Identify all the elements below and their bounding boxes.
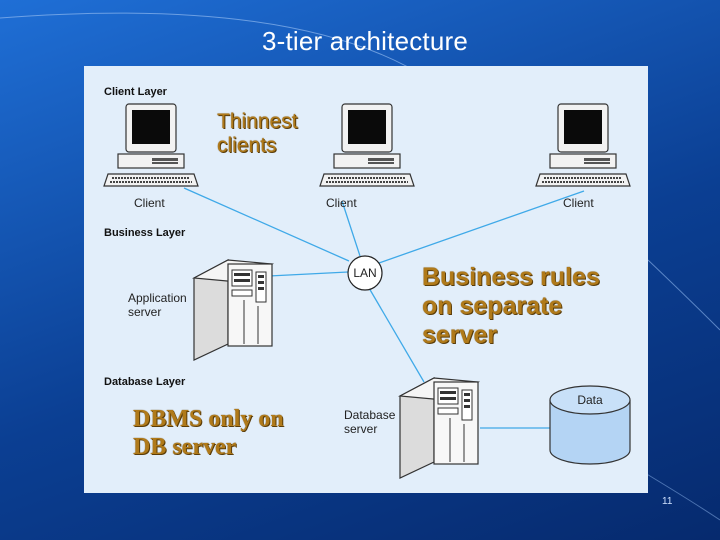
client-computer-3 <box>535 103 631 187</box>
client-label-2: Client <box>326 196 357 210</box>
connector-lines <box>183 187 585 429</box>
client-computer-2 <box>319 103 415 187</box>
business-layer-label: Business Layer <box>104 227 186 239</box>
thinnest-callout-line2: clients <box>217 134 277 158</box>
dbms-callout-line2: DB server <box>133 433 237 460</box>
business-callout-line2: on separate <box>422 291 563 320</box>
client-computer-1 <box>103 103 199 187</box>
data-label: Data <box>577 393 603 407</box>
database-server-icon <box>399 377 479 479</box>
db-server-label-line2: server <box>344 422 377 436</box>
application-server-icon <box>193 259 273 361</box>
architecture-diagram-panel: Client Layer Business Layer Database Lay… <box>84 66 648 493</box>
database-layer-label: Database Layer <box>104 376 186 388</box>
app-server-label-line1: Application <box>128 291 187 305</box>
architecture-diagram: Client Layer Business Layer Database Lay… <box>103 86 631 479</box>
business-rules-callout: Business rules on separate server <box>422 263 642 349</box>
db-server-label-line1: Database <box>344 408 396 422</box>
page-number: 11 <box>662 496 673 507</box>
thinnest-clients-callout: Thinnest clients <box>217 110 298 158</box>
thinnest-callout-line1: Thinnest <box>217 110 298 133</box>
client-label-1: Client <box>134 196 165 210</box>
client-label-3: Client <box>563 196 594 210</box>
dbms-callout-line1: DBMS only on <box>133 406 284 432</box>
dbms-callout: DBMS only on DB server <box>133 406 333 461</box>
business-callout-line3: server <box>422 320 498 349</box>
client-layer-label: Client Layer <box>104 86 168 98</box>
lan-node <box>347 255 383 291</box>
lan-label: LAN <box>353 266 376 280</box>
slide-title: 3-tier architecture <box>261 26 469 56</box>
app-server-label-line2: server <box>128 305 161 319</box>
data-store-cylinder <box>549 385 631 465</box>
business-callout-line1: Business rules <box>422 263 600 291</box>
